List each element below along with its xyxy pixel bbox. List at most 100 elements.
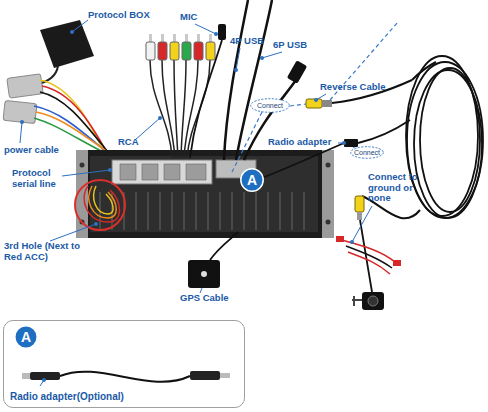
leader-dot [20,120,24,124]
callout-label: Protocol BOX [88,10,168,21]
callout-label: Reverse Cable [320,82,395,93]
usb-plug [287,60,307,83]
leader-dot [234,68,238,72]
callout-letter: A [14,325,38,349]
rca-plug [158,42,167,60]
bubble-text: Connect [350,146,384,159]
badge-circle [241,169,263,191]
rca-plug [206,42,215,60]
mic-cable [190,40,222,158]
leader-dot [70,30,74,34]
mic-plug [218,24,226,40]
rca-plug [355,196,364,212]
rca-socket [322,100,332,107]
callout-label: Protocol serial line [12,168,72,189]
leader-line [20,122,22,143]
ground-wire [346,246,392,268]
leader-dot [350,240,354,244]
head-unit-back [90,156,318,232]
bubble-outline [251,99,290,113]
rca-plug [146,42,155,60]
mounting-tab [322,150,334,238]
leader-dot [214,32,218,36]
callout-label: 3rd Hole (Next to Red ACC) [4,241,96,262]
rca-cable [187,60,210,158]
leader-line [50,224,96,241]
leader-dot [158,116,162,120]
power-plug [3,100,37,123]
leader-dot [94,222,98,226]
leader-line [262,52,282,58]
rca-plug [182,42,191,60]
usb-cable [244,80,296,160]
rca-cable [174,60,178,158]
rca-plug [170,42,179,60]
loose-wire [89,186,116,218]
rca-cable [162,60,175,158]
callout-label: 4P USB [230,36,275,47]
callout-badge: A [14,325,38,349]
callout-badge: A [240,168,264,192]
rca-cable [150,60,172,158]
bubble-text: Connect [250,98,290,113]
adapter-tip [220,373,230,378]
callout-letter: A [240,168,264,192]
leader-line [72,20,88,32]
leader-dot [42,378,46,382]
connect-bubble: Connect [250,98,290,113]
adapter-tip [22,373,30,379]
callout-label: 6P USB [273,40,318,51]
highlight-circle [75,180,125,230]
rca-plug [194,42,203,60]
mounting-hole [326,163,331,168]
radio-plug [344,139,358,147]
callout-label: Connect to ground or none [368,172,426,204]
leader-dot [108,168,112,172]
rca-socket [306,99,322,108]
connector-sockets [120,164,206,180]
rca-tip [357,212,362,220]
power-plug [7,74,43,99]
camera-cable [412,62,436,80]
mounting-hole [80,163,85,168]
callout-label: GPS Cable [180,293,240,304]
mounting-hole [326,220,331,225]
leader-dot [260,56,264,60]
usb-cable [236,0,272,160]
camera-lens [368,296,378,306]
gps-dot [201,271,207,277]
leader-line [135,118,160,140]
leader-line [236,48,240,70]
loose-wire [84,186,119,222]
protocol-box [40,20,94,68]
callout-label: MIC [180,12,210,23]
callout-label: RCA [118,137,148,148]
adapter-cable [60,372,190,382]
loose-wire [94,186,113,214]
heat-sink-fins [100,192,304,230]
reverse-camera [362,292,384,310]
radio-cable [358,120,410,143]
callout-label: Radio adapter [268,137,338,148]
connector-block [112,160,212,184]
gps-cable [210,232,238,260]
ground-wire [342,240,395,262]
leader-dot [342,141,346,145]
connect-bubble: Connect [350,146,384,159]
camera-bracket [352,296,362,306]
leader-dot [314,98,318,102]
cable-coil [420,68,480,212]
wire-clip [336,236,344,242]
rca-cable [184,60,198,158]
leader-line [195,24,216,34]
adapter-plug [190,371,220,380]
radio-cable [262,143,344,178]
leader-line [352,206,372,242]
usb-cable [224,0,248,160]
dashed-guide [232,112,262,172]
bubble-outline [351,147,384,159]
inset-caption: Radio adapter(Optional) [10,391,124,402]
badge-circle [15,326,37,348]
gps-antenna [188,260,220,288]
